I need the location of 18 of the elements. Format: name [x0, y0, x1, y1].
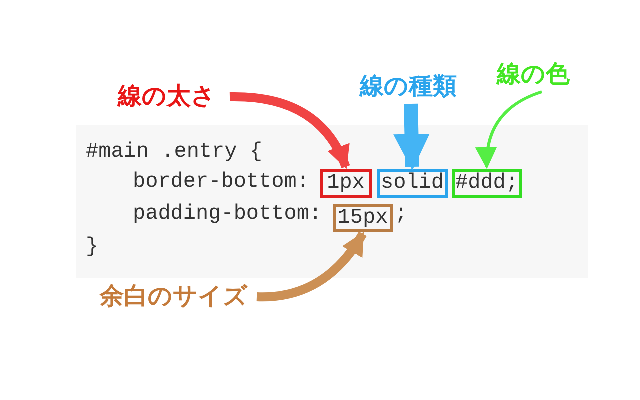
code-text: padding-bottom:	[133, 202, 322, 228]
code-panel	[76, 125, 588, 278]
code-text: ;	[395, 202, 408, 228]
highlighted-code: 1px	[320, 169, 372, 198]
arrow	[256, 232, 367, 302]
arrow	[394, 104, 430, 171]
callout-label: 余白のサイズ	[100, 282, 255, 312]
highlighted-code: #ddd;	[452, 169, 522, 198]
callout-label: 線の色	[497, 60, 587, 90]
arrow	[476, 90, 542, 170]
code-text: border-bottom:	[133, 170, 310, 196]
arrow	[230, 92, 350, 170]
callout-label: 線の種類	[360, 72, 462, 102]
highlighted-code: 15px	[333, 204, 393, 232]
highlighted-code: solid	[377, 169, 448, 198]
callout-label: 線の太さ	[118, 82, 228, 112]
code-text: }	[86, 235, 99, 261]
code-text: #main .entry {	[86, 140, 262, 166]
